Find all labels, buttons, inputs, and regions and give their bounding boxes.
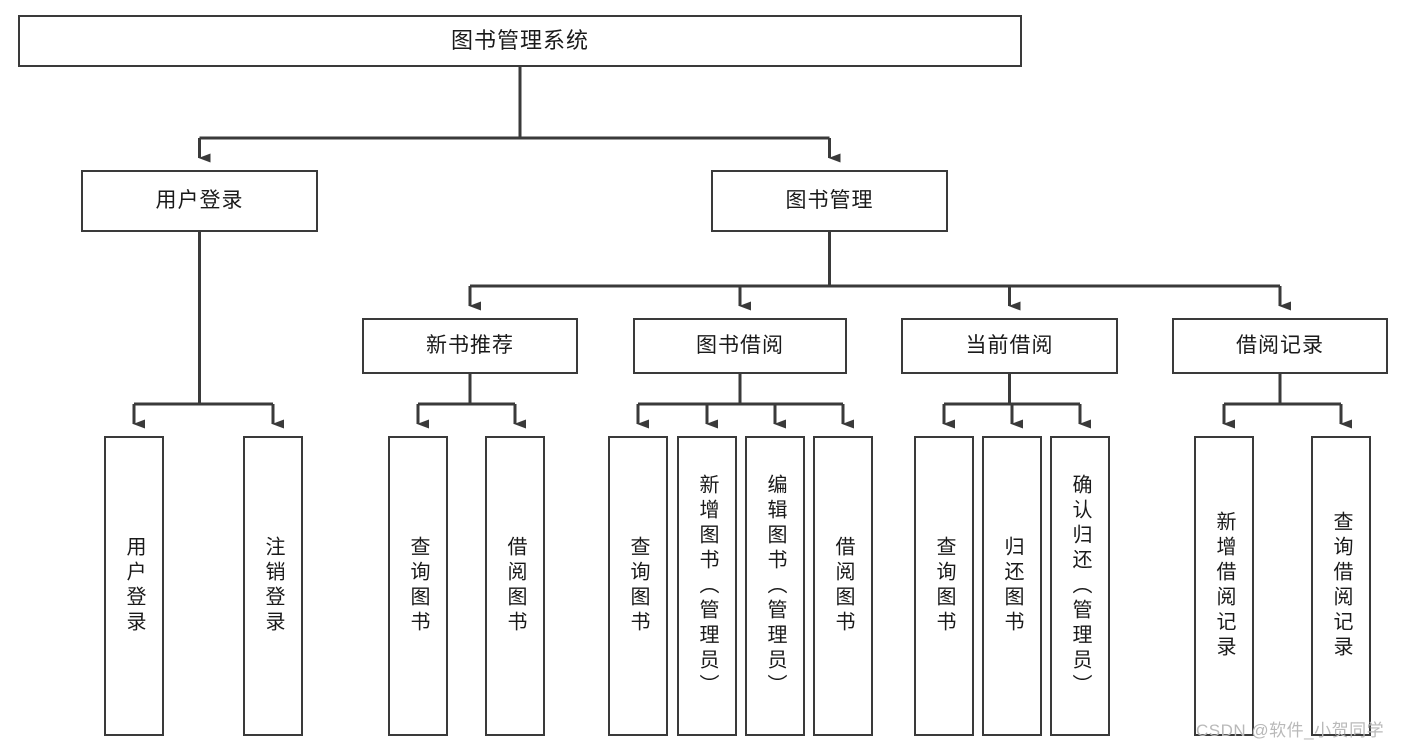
node-lf10[interactable]: 归还图书 xyxy=(982,436,1042,736)
node-lf2[interactable]: 注销登录 xyxy=(243,436,303,736)
node-label: 注销登录 xyxy=(262,536,284,636)
node-lf13[interactable]: 查询借阅记录 xyxy=(1311,436,1371,736)
node-label: 确认归还（管理员） xyxy=(1069,473,1091,699)
node-label: 借阅记录 xyxy=(1236,333,1324,357)
node-lf6[interactable]: 新增图书（管理员） xyxy=(677,436,737,736)
node-lf8[interactable]: 借阅图书 xyxy=(813,436,873,736)
node-l3d[interactable]: 借阅记录 xyxy=(1172,318,1388,374)
node-l3a[interactable]: 新书推荐 xyxy=(362,318,578,374)
node-lf9[interactable]: 查询图书 xyxy=(914,436,974,736)
node-label: 查询借阅记录 xyxy=(1330,511,1352,661)
node-label: 借阅图书 xyxy=(832,536,854,636)
node-label: 图书管理系统 xyxy=(450,28,589,54)
node-root[interactable]: 图书管理系统 xyxy=(18,15,1022,67)
node-l2b[interactable]: 图书管理 xyxy=(711,170,948,232)
watermark-text: CSDN @软件_小贺同学 xyxy=(1196,721,1385,740)
node-label: 用户登录 xyxy=(123,536,145,636)
node-label: 用户登录 xyxy=(155,188,244,212)
node-lf3[interactable]: 查询图书 xyxy=(388,436,448,736)
node-label: 当前借阅 xyxy=(965,333,1054,357)
node-label: 借阅图书 xyxy=(504,536,526,636)
node-label: 新书推荐 xyxy=(426,333,514,357)
node-label: 新增图书（管理员） xyxy=(696,473,718,699)
node-label: 图书借阅 xyxy=(696,333,784,357)
node-lf1[interactable]: 用户登录 xyxy=(104,436,164,736)
node-label: 新增借阅记录 xyxy=(1213,511,1235,661)
node-label: 查询图书 xyxy=(407,536,429,636)
node-lf4[interactable]: 借阅图书 xyxy=(485,436,545,736)
node-lf11[interactable]: 确认归还（管理员） xyxy=(1050,436,1110,736)
node-label: 图书管理 xyxy=(785,188,874,212)
node-label: 编辑图书（管理员） xyxy=(764,473,786,699)
node-label: 查询图书 xyxy=(933,536,955,636)
node-lf5[interactable]: 查询图书 xyxy=(608,436,668,736)
node-l3c[interactable]: 当前借阅 xyxy=(901,318,1118,374)
node-l2a[interactable]: 用户登录 xyxy=(81,170,318,232)
node-label: 查询图书 xyxy=(627,536,649,636)
node-lf7[interactable]: 编辑图书（管理员） xyxy=(745,436,805,736)
node-lf12[interactable]: 新增借阅记录 xyxy=(1194,436,1254,736)
node-label: 归还图书 xyxy=(1001,536,1023,636)
node-l3b[interactable]: 图书借阅 xyxy=(633,318,847,374)
